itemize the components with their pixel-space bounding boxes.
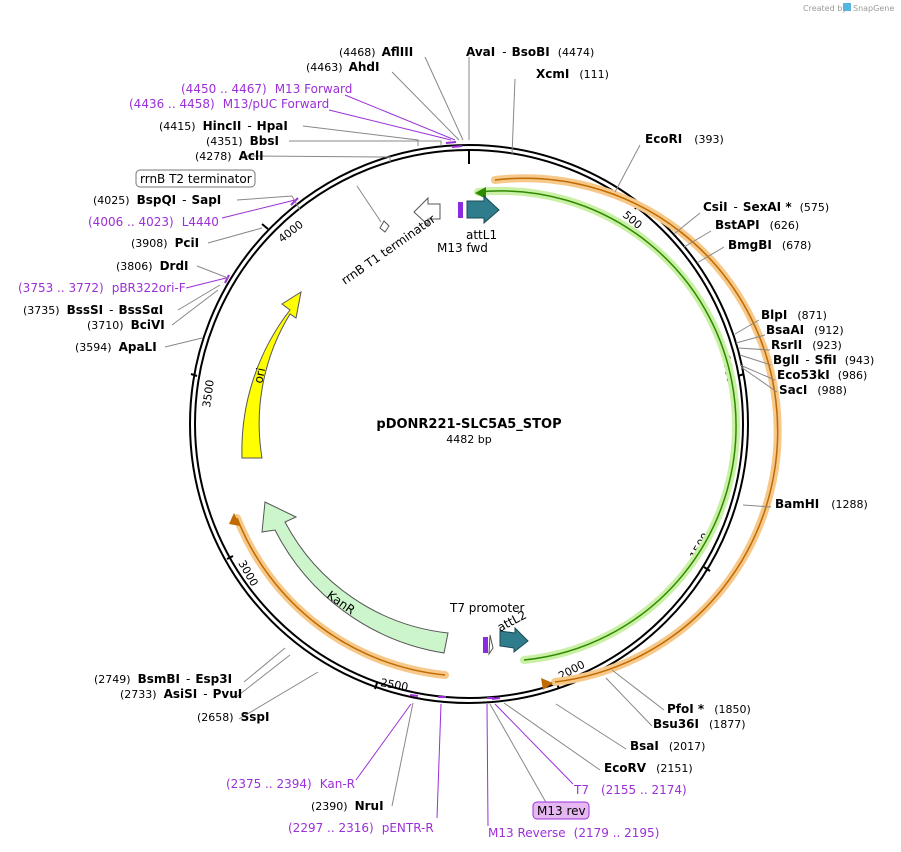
primer-m13-forward[interactable]: (4450 .. 4467)M13 Forward <box>181 82 352 96</box>
site-bsaI[interactable]: BsaI(2017) <box>630 739 705 753</box>
site-bglI[interactable]: BglI-SfiI(943) <box>773 353 874 367</box>
primer-t7[interactable]: T7(2155 .. 2174) <box>573 783 687 797</box>
brand-prefix: Created by <box>803 4 847 13</box>
highlight-arc-green-line <box>477 190 737 661</box>
site-ecoRI[interactable]: EcoRI(393) <box>645 132 724 146</box>
site-pciI[interactable]: (3908)PciI <box>131 236 199 250</box>
site-sacI[interactable]: SacI(988) <box>779 383 847 397</box>
backbone-outer <box>189 144 749 704</box>
site-xcmI[interactable]: XcmI(111) <box>536 67 609 81</box>
site-drdI[interactable]: (3806)DrdI <box>116 259 189 273</box>
site-ecoRV[interactable]: EcoRV(2151) <box>604 761 693 775</box>
primer-kan-r[interactable]: (2375 .. 2394)Kan-R <box>226 777 355 791</box>
snapgene-logo-icon <box>843 3 851 11</box>
t7-promoter-label: T7 promoter <box>449 601 525 615</box>
t7-promoter-feature <box>488 634 494 656</box>
primer-pbr322ori-f[interactable]: (3753 .. 3772)pBR322ori-F <box>18 281 186 295</box>
primer-pentr-r[interactable]: (2297 .. 2316)pENTR-R <box>288 821 434 835</box>
plasmid-name: pDONR221-SLC5A5_STOP <box>376 417 561 432</box>
m13-rev-label-box <box>532 801 590 820</box>
tick-label-2500: 2500 <box>379 676 409 694</box>
site-bssSI[interactable]: (3735)BssSI-BssSαI <box>23 303 163 317</box>
site-bsu36I[interactable]: Bsu36I(1877) <box>653 717 746 731</box>
tick-label-4000: 4000 <box>276 218 306 245</box>
site-bstAPI[interactable]: BstAPI(626) <box>715 218 799 232</box>
attl1-label: attL1 <box>466 228 497 242</box>
highlight-arc-orange-left-line <box>236 517 446 676</box>
site-aclI[interactable]: (4278)AclI <box>195 149 264 163</box>
site-rsrII[interactable]: RsrII(923) <box>771 338 842 352</box>
site-bsmBI[interactable]: (2749)BsmBI-Esp3I <box>94 672 232 686</box>
primer-marks <box>224 141 501 700</box>
m13-fwd-feature <box>458 202 463 218</box>
orange-arrowhead-right <box>541 678 553 690</box>
ori-feature-arrow <box>241 290 302 459</box>
m13-rev-feature <box>483 637 488 653</box>
site-bciVI[interactable]: (3710)BciVI <box>87 318 165 332</box>
orange-arrowhead-left <box>229 513 240 526</box>
site-bbsI[interactable]: (4351)BbsI <box>206 134 279 148</box>
highlight-arc-orange-line <box>494 177 779 683</box>
plasmid-length: 4482 bp <box>446 433 491 446</box>
site-eco53kI[interactable]: Eco53kI(986) <box>777 368 867 382</box>
site-apaLI[interactable]: (3594)ApaLI <box>75 340 157 354</box>
attl1-feature-arrow <box>466 194 500 225</box>
tick-label-3500: 3500 <box>200 379 217 409</box>
site-hincII[interactable]: (4415)HincII-HpaI <box>159 119 288 133</box>
rrnb-t2-label: rrnB T2 terminator <box>140 172 252 186</box>
leader-lines <box>164 56 778 827</box>
rrnb-t2-label-box <box>135 169 256 188</box>
ori-label: ori <box>251 366 268 384</box>
site-bsaAI[interactable]: BsaAI(912) <box>766 323 844 337</box>
site-bmgBI[interactable]: BmgBI(678) <box>728 238 811 252</box>
rrnb-t2-feature <box>379 220 390 233</box>
site-sspI[interactable]: (2658)SspI <box>197 710 269 724</box>
site-nruI[interactable]: (2390)NruI <box>311 799 384 813</box>
rrnb-t1-label: rrnB T1 terminator <box>339 212 439 288</box>
site-avaI[interactable]: AvaI-BsoBI(4474) <box>466 45 594 59</box>
site-bamHI[interactable]: BamHI(1288) <box>775 497 868 511</box>
attl2-feature-arrow <box>499 626 529 654</box>
ruler-labels: 500 1000 1500 2000 2500 3000 3500 4000 <box>200 208 738 693</box>
primer-m13-puc-forward[interactable]: (4436 .. 4458)M13/pUC Forward <box>129 97 329 111</box>
site-aflIII[interactable]: (4468)AflIII <box>339 45 413 59</box>
site-pfoI[interactable]: PfoI *(1850) <box>667 702 751 716</box>
site-csiI[interactable]: CsiI-SexAI *(575) <box>703 200 829 214</box>
brand-name: SnapGene <box>853 4 894 13</box>
site-asiSI[interactable]: (2733)AsiSI-PvuI <box>120 687 242 701</box>
site-bspQI[interactable]: (4025)BspQI-SapI <box>93 193 221 207</box>
green-arrowhead <box>475 187 486 199</box>
primer-m13-reverse[interactable]: M13 Reverse(2179 .. 2195) <box>488 826 659 840</box>
kanr-feature-arrow <box>261 501 449 654</box>
primer-l4440[interactable]: (4006 .. 4023)L4440 <box>88 215 219 229</box>
site-ahdI[interactable]: (4463)AhdI <box>306 60 379 74</box>
m13fwd-label: M13 fwd <box>437 241 488 255</box>
site-blpI[interactable]: BlpI(871) <box>761 308 827 322</box>
rrnb-t1-feature-arrow <box>413 196 441 227</box>
m13-rev-label[interactable]: M13 rev <box>537 804 586 818</box>
